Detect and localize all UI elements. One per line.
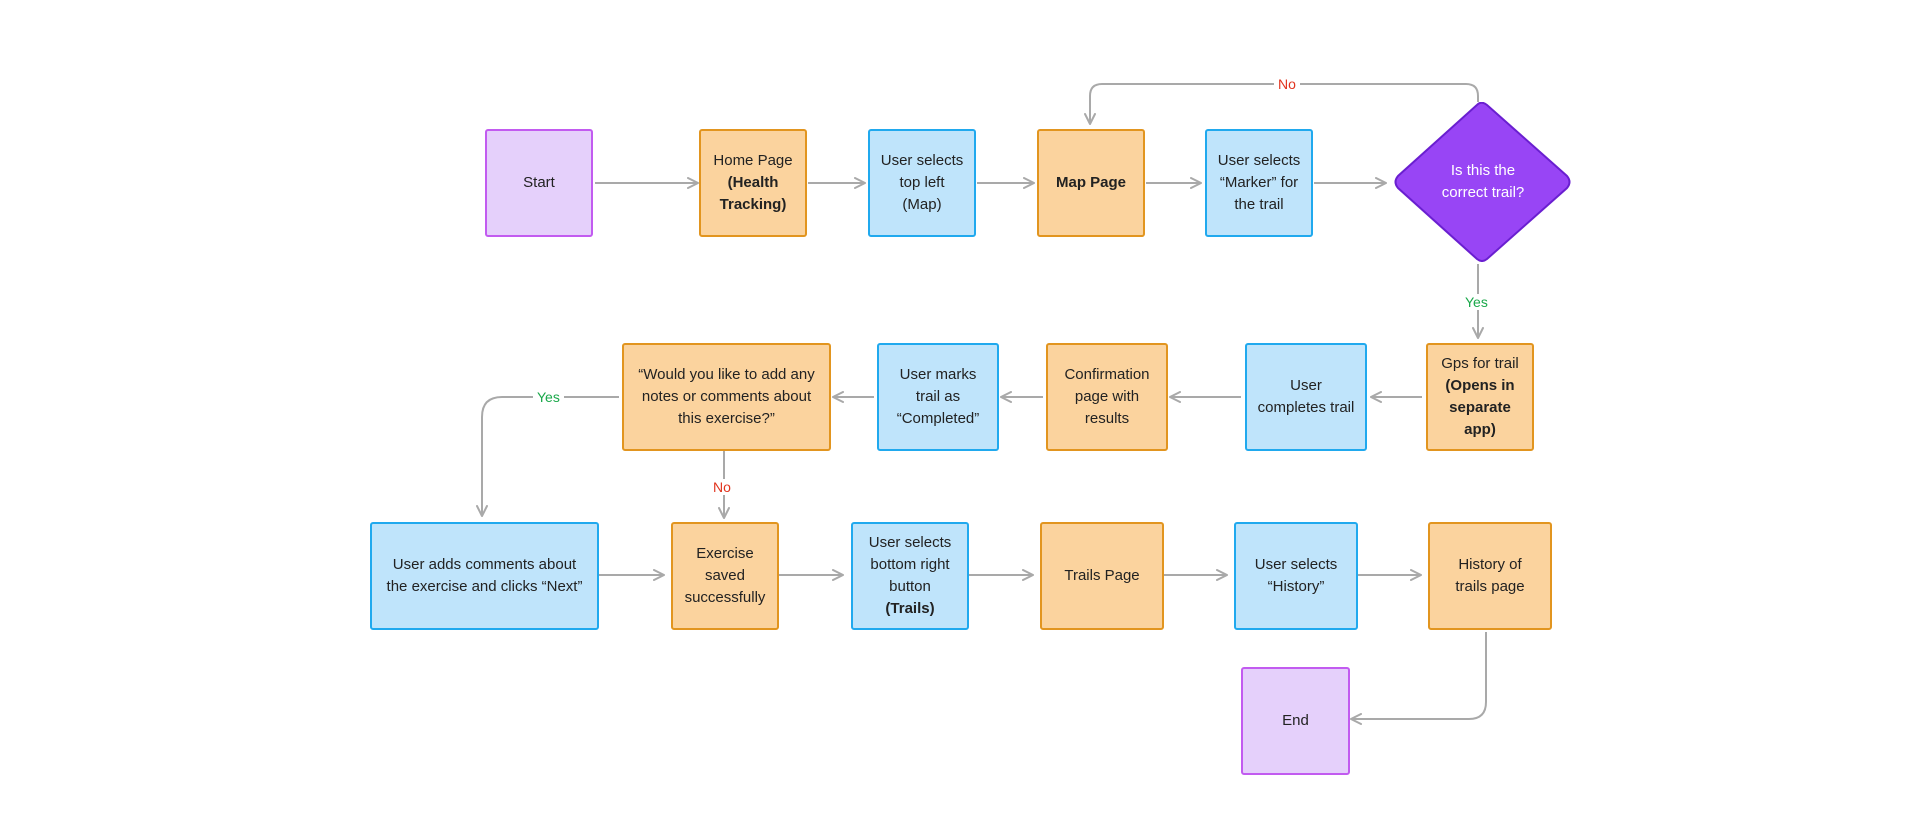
edge-label-decision-no: No (1274, 76, 1300, 92)
edge-label-decision-yes: Yes (1461, 294, 1492, 310)
home-page-bold-label-2: Tracking) (719, 196, 787, 213)
node-gps: Gps for trail (Opens in separate app) (1426, 343, 1534, 451)
node-decision: Is this the correct trail? (1393, 102, 1573, 262)
node-end: End (1241, 667, 1350, 775)
node-add-comments: User adds comments about the exercise an… (370, 522, 599, 630)
home-page-bold-label-1: (Health (727, 174, 779, 191)
node-complete-trail: User completes trail (1245, 343, 1367, 451)
node-confirmation: Confirmation page with results (1046, 343, 1168, 451)
edge-label-question-no: No (709, 479, 735, 495)
node-mark-completed: User marks trail as “Completed” (877, 343, 999, 451)
edge-label-question-yes: Yes (533, 389, 564, 405)
decision-diamond (1394, 102, 1571, 262)
node-map-page: Map Page (1037, 129, 1145, 237)
edge-history-to-end (1350, 632, 1487, 725)
edge-question-yes-to-add-comments (476, 396, 619, 517)
node-home-page: Home Page (Health Tracking) (699, 129, 807, 237)
node-start: Start (485, 129, 593, 237)
node-select-trails: User selects bottom right button (Trails… (851, 522, 969, 630)
node-trails-page: Trails Page (1040, 522, 1164, 630)
node-history-page: History of trails page (1428, 522, 1552, 630)
home-page-label: Home Page (713, 152, 793, 169)
node-select-history: User selects “History” (1234, 522, 1358, 630)
node-select-marker: User selects “Marker” for the trail (1205, 129, 1313, 237)
node-select-map: User selects top left (Map) (868, 129, 976, 237)
node-exercise-saved: Exercise saved successfully (671, 522, 779, 630)
node-comment-question: “Would you like to add any notes or comm… (622, 343, 831, 451)
